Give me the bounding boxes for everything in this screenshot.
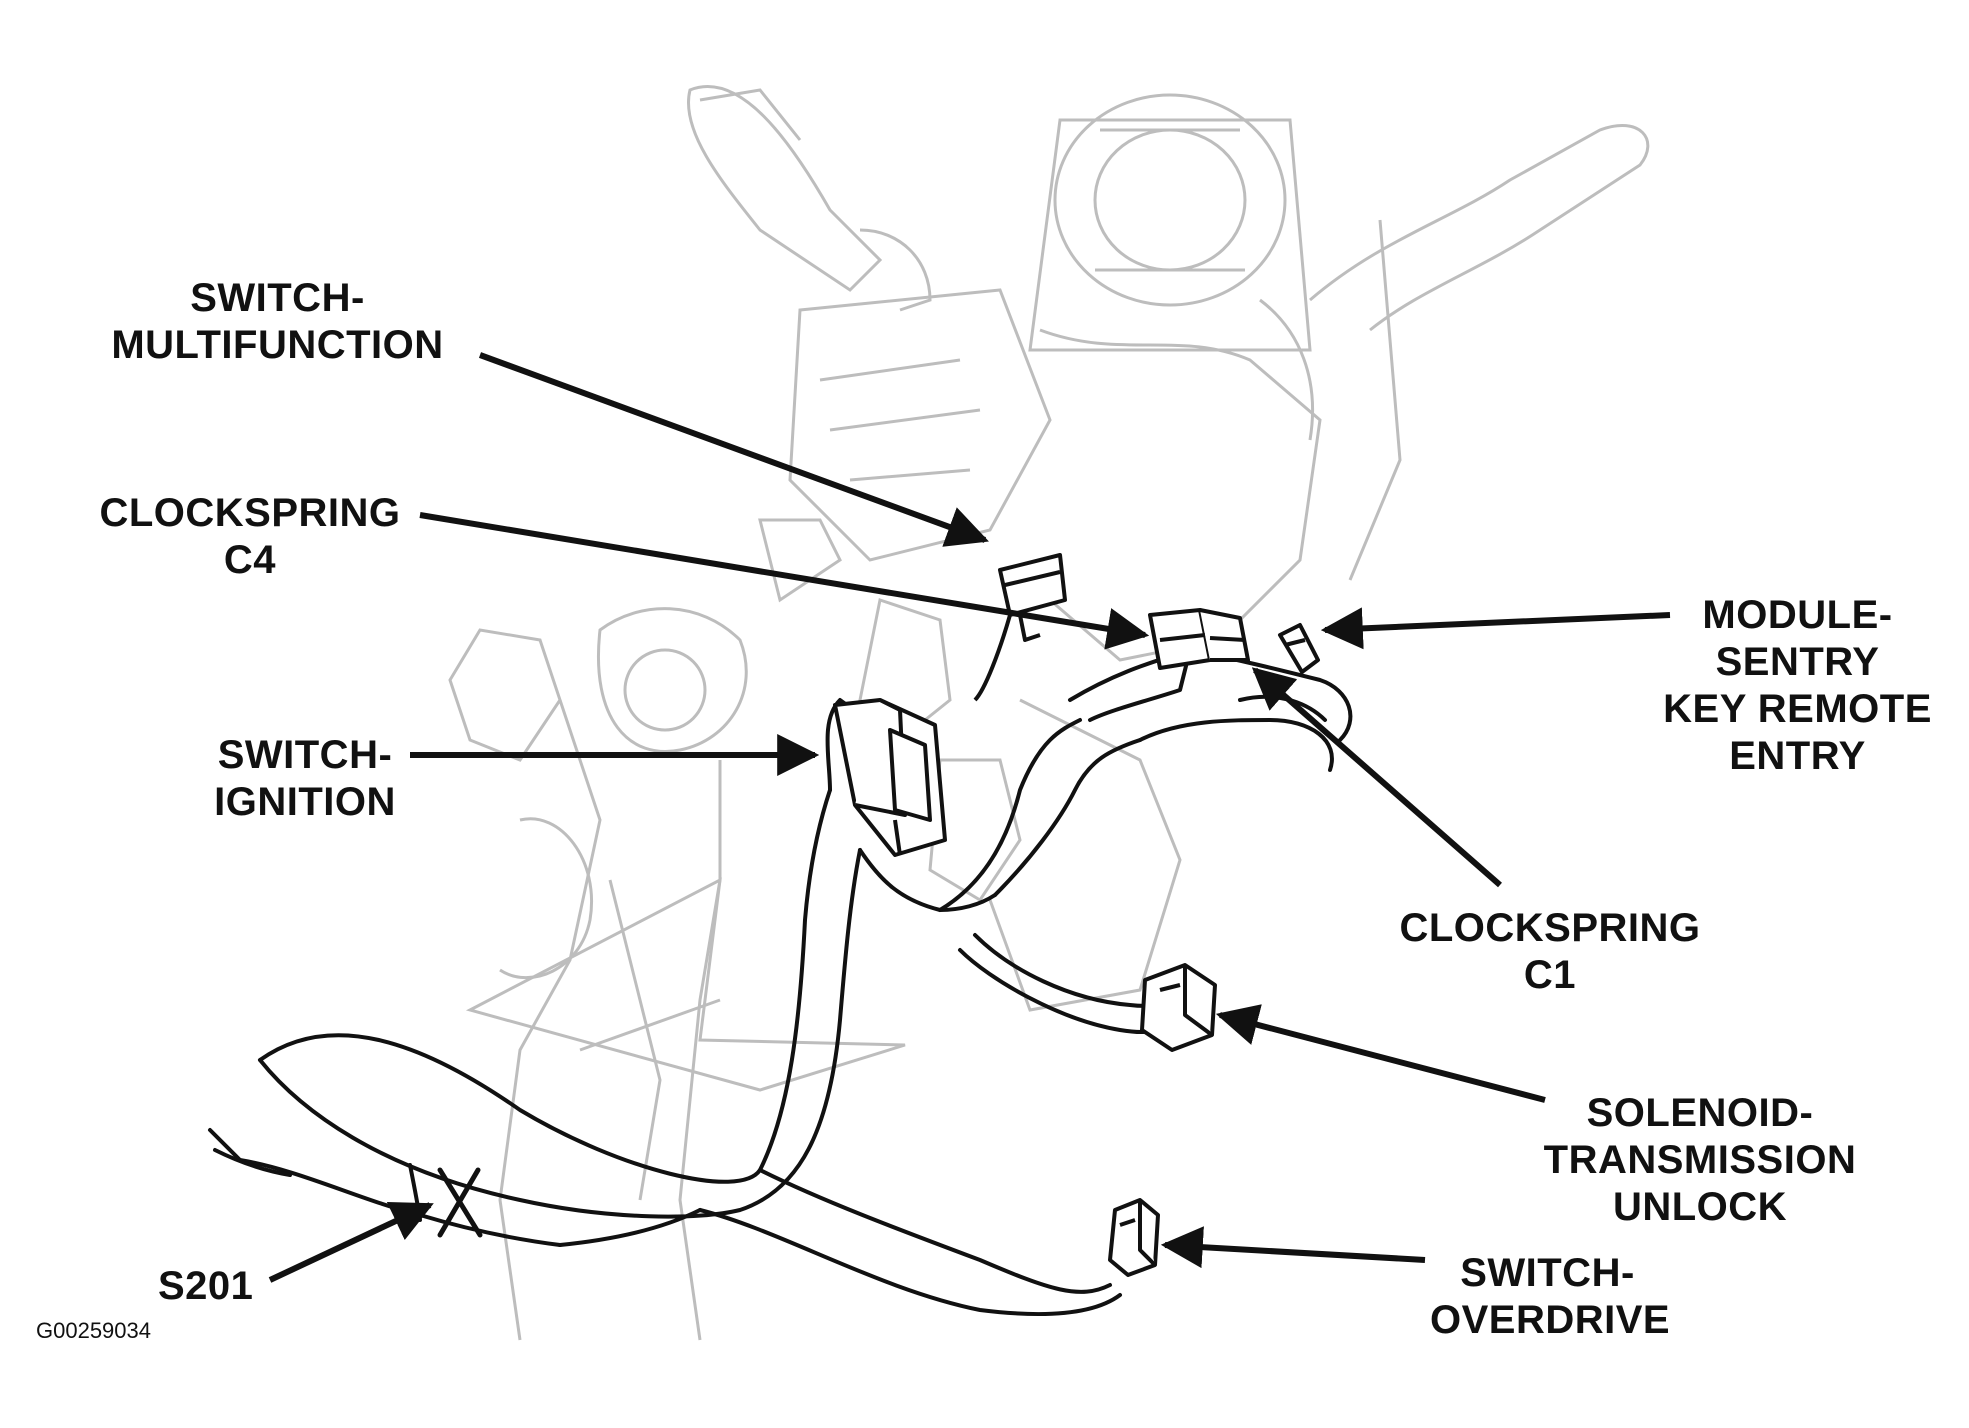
module-skre-connector [1278,623,1320,674]
label-clockspring-c1: CLOCKSPRING C1 [1399,906,1701,997]
figure-id: G00259034 [36,1318,151,1343]
label-clockspring-c4: CLOCKSPRING C4 [99,491,401,582]
splice-marker [437,1167,483,1238]
label-module-skre: MODULE- SENTRY KEY REMOTE ENTRY [1663,593,1932,778]
label-switch-ignition: SWITCH- IGNITION [214,733,396,824]
label-solenoid-transmission-unlock: SOLENOID- TRANSMISSION UNLOCK [1543,1091,1857,1229]
label-switch-overdrive: SWITCH- OVERDRIVE [1430,1251,1671,1342]
overdrive-connector [1108,1198,1160,1277]
ignition-connector [833,698,947,857]
label-splice-s201: S201 [158,1264,254,1308]
connectors [833,553,1320,1277]
clockspring-connectors [1148,608,1250,670]
label-switch-multifunction: SWITCH- MULTIFUNCTION [111,276,444,367]
leader-arrows [268,352,1671,1283]
solenoid-connector [1140,963,1217,1052]
steering-column-ghost [448,85,1650,1341]
multifunction-connector [973,553,1067,702]
